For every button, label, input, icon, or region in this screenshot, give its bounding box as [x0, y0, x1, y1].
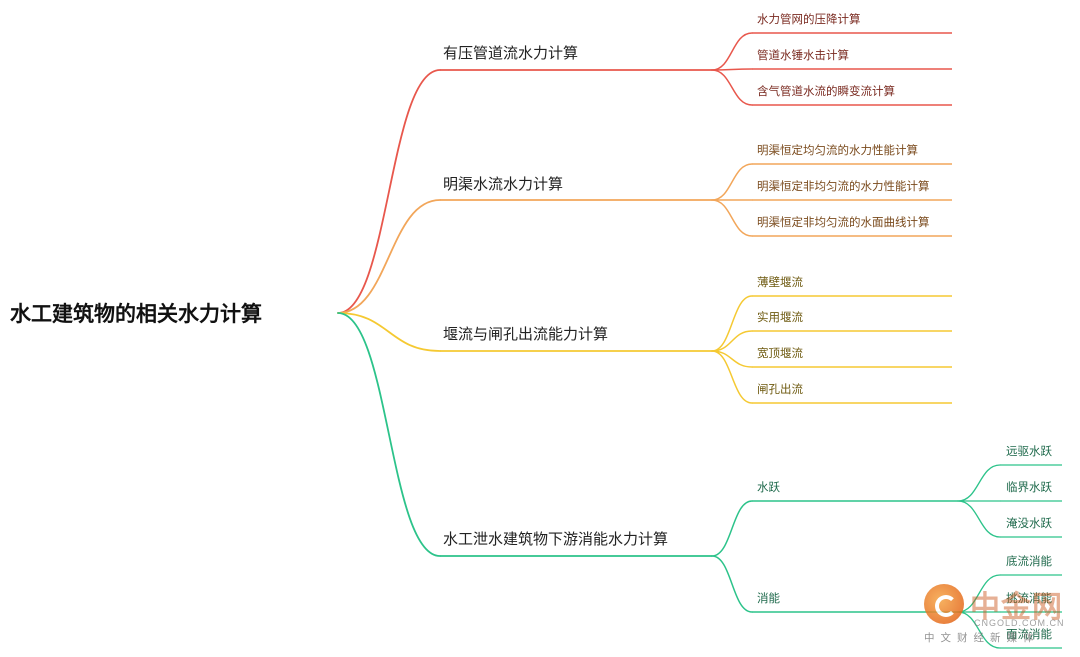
connector-branch-3-child-1 [711, 295, 753, 352]
connector-branch-3-child-4 [711, 350, 753, 404]
branch-4-child-2-label: 消能 [757, 591, 780, 605]
branch-3-child-3-label: 宽顶堰流 [757, 346, 803, 360]
branch-1-child-1-label: 水力管网的压降计算 [757, 12, 861, 26]
branch-1-child-2-label: 管道水锤水击计算 [757, 48, 849, 62]
branch-1-label: 有压管道流水力计算 [443, 44, 578, 62]
branch-2-child-2-label: 明渠恒定非均匀流的水力性能计算 [757, 179, 930, 193]
connector-root-branch-2 [337, 199, 441, 314]
connector-branch-4-child-1-leaf-1 [957, 464, 1001, 502]
branch-4-child-1-leaf-1-label: 远驱水跃 [1006, 444, 1052, 458]
root-node: 水工建筑物的相关水力计算 [10, 302, 262, 326]
connector-branch-2-child-3 [711, 199, 753, 237]
connector-branch-4-child-2-leaf-1 [957, 574, 1001, 613]
connector-branch-4-child-2 [711, 555, 753, 613]
branch-3-child-4-label: 闸孔出流 [757, 382, 803, 396]
branch-3-child-2-label: 实用堰流 [757, 310, 803, 324]
branch-3-child-1-label: 薄壁堰流 [757, 275, 803, 289]
branch-2-child-3-label: 明渠恒定非均匀流的水面曲线计算 [757, 215, 930, 229]
connector-branch-1-child-1 [711, 32, 753, 71]
branch-4-child-1-leaf-2-label: 临界水跃 [1006, 480, 1052, 494]
branch-4-child-1-label: 水跃 [757, 480, 780, 494]
branch-3-label: 堰流与闸孔出流能力计算 [443, 325, 608, 343]
connector-root-branch-4 [337, 312, 441, 557]
branch-1-child-3-label: 含气管道水流的瞬变流计算 [757, 84, 895, 98]
branch-4-child-2-leaf-2-label: 挑流消能 [1006, 591, 1052, 605]
branch-2-label: 明渠水流水力计算 [443, 175, 563, 193]
branch-4-child-2-leaf-1-label: 底流消能 [1006, 554, 1052, 568]
connector-root-branch-3 [337, 312, 441, 352]
connector-root-branch-1 [337, 69, 441, 314]
branch-4-child-2-leaf-3-label: 面流消能 [1006, 627, 1052, 641]
connector-branch-3-child-2 [711, 330, 753, 352]
connector-branch-2-child-1 [711, 163, 753, 201]
connector-branch-4-child-2-leaf-3 [957, 611, 1001, 649]
branch-2-child-1-label: 明渠恒定均匀流的水力性能计算 [757, 143, 918, 157]
branch-4-child-1-leaf-3-label: 淹没水跃 [1006, 516, 1052, 530]
branch-4-label: 水工泄水建筑物下游消能水力计算 [443, 530, 668, 548]
connector-branch-4-child-1-leaf-3 [957, 500, 1001, 538]
connector-branch-1-child-3 [711, 69, 753, 106]
connector-branch-4-child-1 [711, 500, 753, 557]
